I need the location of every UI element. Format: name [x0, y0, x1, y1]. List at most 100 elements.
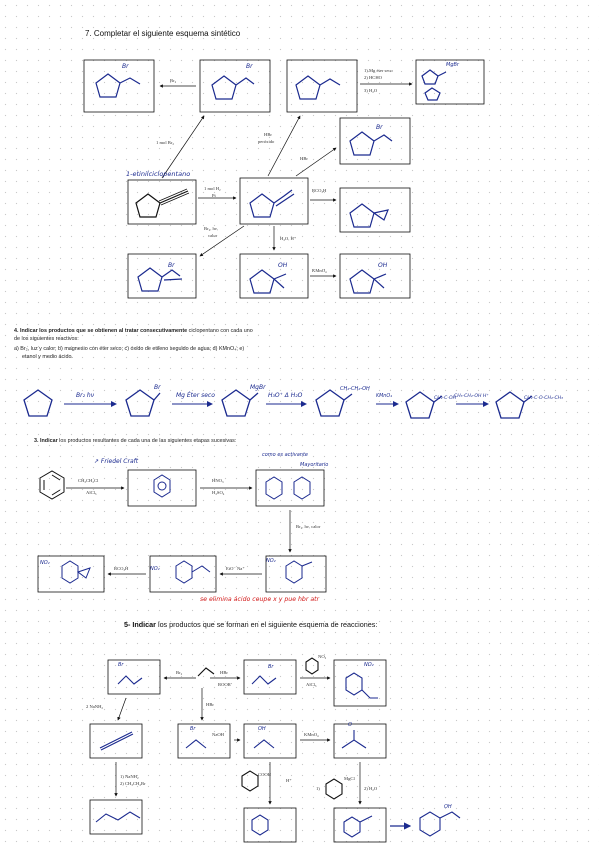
s5-hand-br-3: Br	[190, 726, 196, 732]
s7-one-mol-br2: 1 mol Br₂	[156, 140, 174, 145]
s5-alkyne-mol	[99, 731, 134, 751]
s5-propene	[197, 667, 215, 677]
s5-ketone-mol	[341, 730, 367, 749]
s3-r2-2: H₂SO₄	[212, 490, 225, 495]
s5-kmno4: KMnO₄	[304, 732, 319, 737]
s5-mgcl-1: 1)	[316, 786, 320, 791]
section4-line2: de los siguientes reactivos:	[14, 336, 79, 342]
s5-hbr-roor-2: ROOR’	[218, 682, 233, 687]
s5-2-bromo-mol	[185, 739, 207, 749]
s3-box-bromide	[265, 555, 327, 593]
s4-grignard	[221, 389, 259, 417]
box-tetrabromide	[83, 59, 155, 113]
arrow-br2-hv	[199, 225, 245, 257]
section4-title: 4. Indicar los productos que se obtienen…	[14, 328, 253, 334]
s7-h2-pt-1: 1 mol H₂	[204, 186, 221, 191]
s5-box-ketone	[333, 723, 387, 759]
s7-hand-br-1: Br	[122, 63, 129, 70]
s7-h2-pt-2: Pt	[212, 193, 216, 198]
s5-hand-o: O	[348, 722, 352, 728]
mol-dibromoalkene	[211, 75, 255, 100]
s5-no2-reagent: NO₂	[318, 654, 327, 659]
s7-hand-br-3: Br	[376, 124, 383, 131]
s5-no2-hand: NO₂	[364, 662, 374, 668]
s3-r3: Br₂, hν, calor	[296, 524, 321, 529]
s7-hand-mgbr: MgBr	[446, 62, 459, 68]
box-dibromoalkene	[199, 59, 271, 113]
box-allylic-bromide	[127, 253, 197, 299]
arrow-to-dibromide	[161, 115, 205, 179]
s5-box-fc	[333, 659, 387, 707]
s4-step-1: Br₂ hν	[76, 392, 95, 399]
s5-box-hbr-roor	[243, 659, 297, 695]
s3-box-alkene	[149, 555, 217, 593]
s3-box-epoxide	[37, 555, 105, 593]
box-grignard-product	[415, 59, 485, 105]
s5-hbr: HBr	[206, 702, 214, 707]
s5-box-dibromide	[107, 659, 161, 695]
s5-nanh2-b1: 1) NaNH₂	[120, 774, 139, 779]
s7-grignard-2: 2) HCHO	[364, 75, 382, 80]
s5-bromide-mol	[251, 675, 277, 685]
scheme3-molecules	[39, 470, 313, 584]
box-alcohol	[239, 253, 309, 299]
s4-product-4: CH₂-C-OH	[434, 396, 457, 401]
s5-hand-br-1: Br	[118, 662, 124, 668]
s4-step-4: KMnO₄	[376, 394, 393, 399]
s5-dibromide-mol	[117, 675, 143, 685]
s5-naoh: NaOH	[212, 732, 224, 737]
s5-br2: Br₂	[176, 670, 183, 675]
box-grignard-start	[286, 59, 358, 113]
section7-title: 7. Completar el siguiente esquema sintét…	[85, 29, 241, 38]
section4-line3: a) Br₂, luz y calor; b) magnesio con éte…	[14, 346, 245, 352]
s3-box-ethylbenzene	[127, 469, 197, 507]
arrow-hbr	[295, 147, 337, 177]
s7-hand-br-2: Br	[246, 63, 253, 70]
box-epoxide	[339, 187, 411, 233]
s5-2-ol-mol	[253, 739, 275, 749]
section3-title: 3. Indicar los productos resultantes de …	[34, 438, 237, 444]
scheme7-boxes	[83, 59, 485, 299]
scheme4-molecules	[23, 389, 533, 419]
mol-epoxide	[349, 203, 389, 228]
s5-box-internal-alkyne	[89, 799, 143, 835]
s7-hbr: HBr	[300, 156, 308, 161]
s3-no2-2: NO₂	[150, 566, 160, 572]
s7-hand-oh-2: OH	[378, 262, 388, 269]
s5-hand-oh-1: OH	[258, 726, 266, 732]
box-alkene	[239, 177, 309, 225]
mol-allylic-bromide	[137, 267, 183, 292]
mol-alcohol	[249, 269, 287, 294]
s7-h2o-h: H₂O, H⁺	[280, 236, 297, 241]
s5-box-2-bromo	[177, 723, 231, 759]
section5-title: 5- Indicar los productos que se forman e…	[124, 620, 378, 629]
s7-hbr-peroxide-2: peróxido	[258, 139, 275, 144]
box-anti-markovnikov	[339, 117, 411, 165]
box-start-alkyne	[127, 179, 197, 225]
s5-arrow-nanh2	[117, 697, 127, 721]
s5-h-plus: H⁺	[286, 778, 292, 783]
s7-hand-oh-1: OH	[278, 262, 288, 269]
scheme7-arrows	[159, 82, 413, 278]
s7-hbr-peroxide-1: HBr	[264, 132, 272, 137]
s3-benzene	[39, 470, 65, 500]
s4-product-3: CH₂-CH₂-OH	[340, 386, 370, 392]
s7-kmno4: KMnO₄	[312, 268, 327, 273]
mol-diol	[349, 269, 387, 294]
s5-nitrobenzene	[305, 657, 319, 675]
s4-bromide	[125, 389, 161, 417]
scheme3-arrows	[66, 486, 292, 576]
s5-alcl3: AlCl₃	[306, 682, 317, 687]
mol-bromide	[349, 131, 393, 156]
s7-rco3h: RCO₃H	[312, 188, 327, 193]
s3-r1-1: CH₃CH₂Cl	[78, 478, 99, 483]
s4-product-2: MgBr	[250, 384, 266, 391]
s5-h2o: 2) H₂O	[364, 786, 378, 791]
box-diol	[339, 253, 411, 299]
s3-no2-1: NO₂	[266, 558, 276, 564]
s5-box-tertiary-alcohol	[333, 807, 387, 843]
s3-note-top: como es activante	[262, 452, 308, 458]
s5-hand-br-2: Br	[268, 664, 274, 670]
mol-grignard-product	[421, 69, 447, 101]
